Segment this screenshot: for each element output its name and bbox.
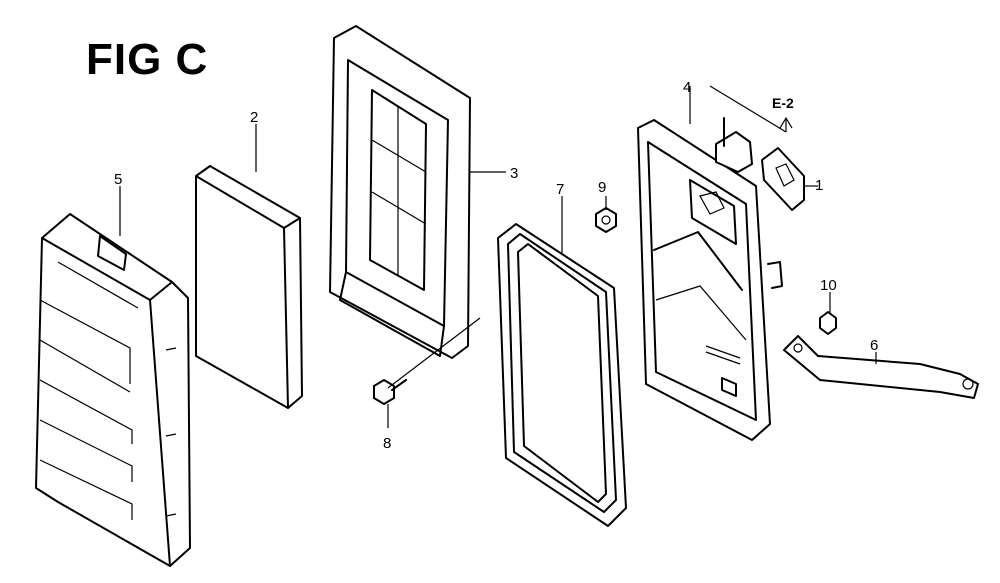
part-9-nut xyxy=(595,207,617,233)
callout-4: 4 xyxy=(683,79,692,96)
reference-e2: E-2 xyxy=(772,95,794,111)
callout-2: 2 xyxy=(250,109,259,126)
part-3-air-cleaner-case xyxy=(329,25,471,359)
figure-title: FIG C xyxy=(86,35,209,84)
callout-10: 10 xyxy=(820,277,837,294)
part-2-filter-element xyxy=(195,165,303,409)
part-6-stay xyxy=(783,335,979,399)
air-cleaner-base xyxy=(637,119,783,441)
part-5-air-cleaner-cover xyxy=(35,213,191,567)
callout-3: 3 xyxy=(510,165,519,182)
part-7-gasket xyxy=(497,223,627,527)
callout-1: 1 xyxy=(815,177,824,194)
callout-9: 9 xyxy=(598,179,607,196)
callout-7: 7 xyxy=(556,181,565,198)
callout-8: 8 xyxy=(383,435,392,452)
callout-5: 5 xyxy=(114,171,123,188)
callout-6: 6 xyxy=(870,337,879,354)
part-10-bolt xyxy=(819,311,837,335)
part-4-bracket xyxy=(715,117,753,173)
part-1-small-gasket xyxy=(761,147,805,211)
part-8-bolt xyxy=(373,379,407,405)
leader-lines xyxy=(119,85,877,428)
